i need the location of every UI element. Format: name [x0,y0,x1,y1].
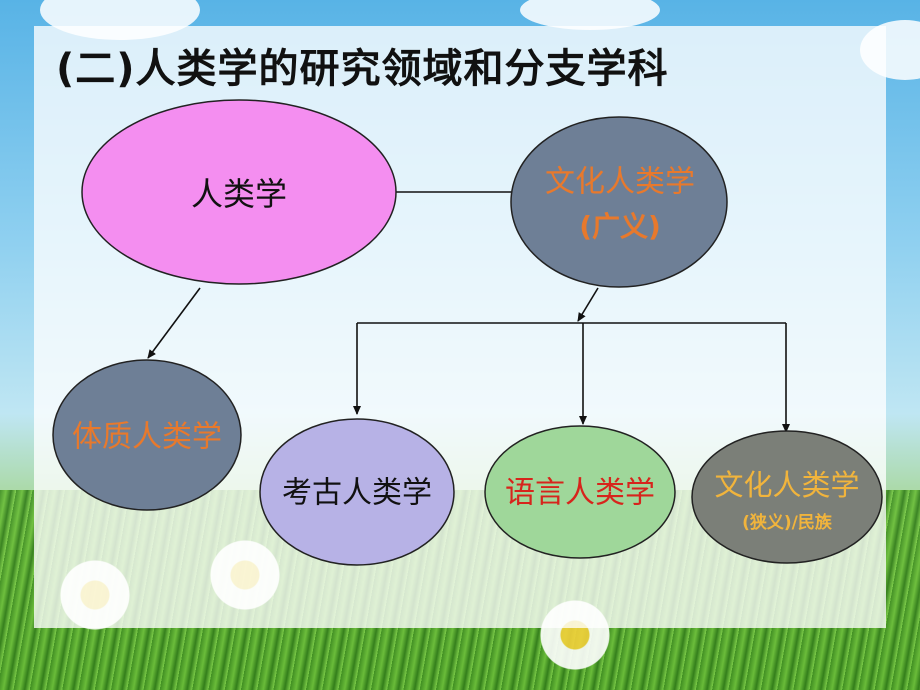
node-cultural-broad-shape [510,116,728,288]
node-linguistic-anthropology: 语言人类学 [484,425,676,559]
node-linguistic-label: 语言人类学 [505,476,655,511]
node-cultural-broad-line1: 文化人类学 [545,165,695,200]
node-cultural-anthropology-narrow: 文化人类学 (狭义)/民族 [691,430,883,564]
arrow-cultural-branch [577,287,599,322]
arrow-root-physical [147,287,201,359]
slide-title: (二)人类学的研究领域和分支学科 [56,46,669,92]
node-cultural-anthropology-broad: 文化人类学 (广义) [510,116,728,288]
node-cultural-narrow-line1: 文化人类学 [714,468,859,502]
node-anthropology-label: 人类学 [191,175,287,213]
node-cultural-broad-line2: (广义) [579,210,661,243]
node-cultural-narrow-line2: (狭义)/民族 [742,512,833,533]
node-archaeology-label: 考古人类学 [282,476,432,511]
node-archaeology-shape [259,418,455,566]
node-physical-anthropology: 体质人类学 [52,359,242,511]
node-physical-shape [52,359,242,511]
node-anthropology-shape [81,99,397,285]
node-linguistic-shape [484,425,676,559]
node-physical-label: 体质人类学 [72,420,222,455]
node-archaeological-anthropology: 考古人类学 [259,418,455,566]
node-cultural-narrow-shape [691,430,883,564]
node-anthropology: 人类学 [81,99,397,285]
